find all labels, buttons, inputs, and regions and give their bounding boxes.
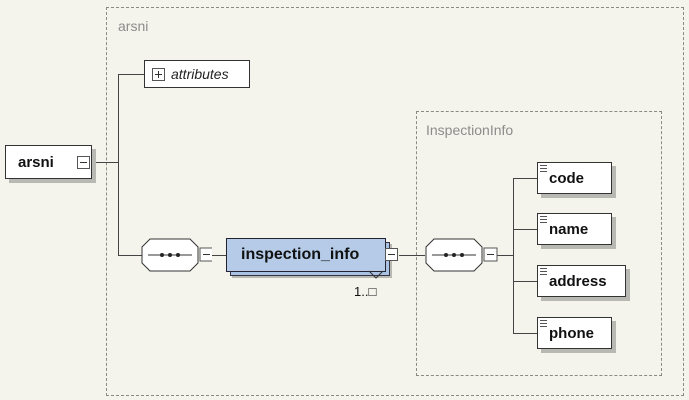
- connector: [118, 74, 144, 75]
- child-element-label: code: [549, 169, 585, 187]
- connector: [513, 281, 537, 282]
- attributes-expand-button[interactable]: [152, 67, 165, 81]
- connector: [513, 229, 537, 230]
- document-icon: [540, 216, 547, 223]
- document-icon: [540, 320, 547, 327]
- connector: [513, 178, 537, 179]
- child-element-label: address: [549, 272, 607, 290]
- connector: [92, 162, 118, 163]
- connector: [210, 255, 228, 256]
- sequence-compositor-1[interactable]: [140, 238, 212, 272]
- connector: [399, 255, 425, 256]
- child-element-code[interactable]: code: [537, 162, 612, 194]
- connector: [118, 74, 119, 255]
- root-collapse-button[interactable]: [77, 156, 90, 169]
- document-icon: [540, 268, 547, 275]
- connector: [513, 333, 537, 334]
- inspection-info-element[interactable]: inspection_info: [226, 238, 386, 272]
- connector: [513, 178, 514, 333]
- connector: [497, 255, 513, 256]
- inner-group-region: [416, 111, 662, 376]
- inspection-info-collapse-button[interactable]: [385, 248, 398, 261]
- child-element-phone[interactable]: phone: [537, 317, 612, 349]
- child-element-address[interactable]: address: [537, 265, 626, 297]
- child-element-label: phone: [549, 324, 594, 342]
- cardinality-notch-icon: [368, 270, 384, 279]
- attributes-label: attributes: [171, 66, 229, 82]
- child-element-label: name: [549, 220, 589, 238]
- root-element-label: arsni: [18, 153, 54, 171]
- inner-group-label: InspectionInfo: [426, 122, 514, 138]
- child-element-name[interactable]: name: [537, 213, 612, 245]
- sequence-compositor-2[interactable]: [424, 238, 498, 272]
- outer-group-label: arsni: [118, 18, 149, 34]
- attributes-node[interactable]: attributes: [144, 60, 250, 88]
- cardinality-label: 1..□: [354, 284, 377, 299]
- outer-group-region: [106, 7, 684, 396]
- connector: [118, 255, 144, 256]
- document-icon: [540, 165, 547, 172]
- inspection-info-label: inspection_info: [241, 246, 360, 263]
